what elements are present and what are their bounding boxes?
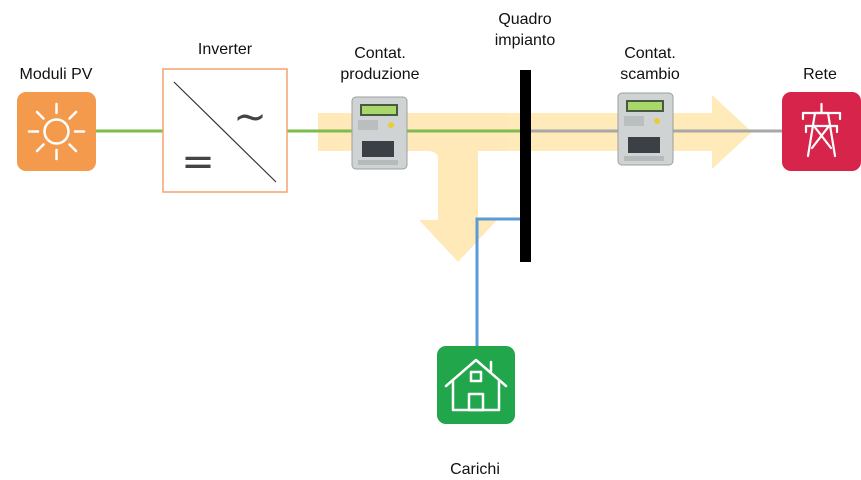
production-meter-label: Contat. produzione	[310, 43, 450, 85]
exchange-meter-label-line2: scambio	[620, 66, 680, 83]
grid-label: Rete	[803, 66, 837, 83]
pv-modules-label: Moduli PV	[19, 66, 93, 83]
exchange-meter-label: Contat. scambio	[590, 43, 710, 85]
line-panel-loads	[475, 217, 520, 346]
production-meter-label-line2: produzione	[340, 66, 420, 83]
production-meter-label-line1: Contat.	[354, 45, 406, 62]
loads-label: Carichi	[450, 461, 500, 478]
panel-busbar	[520, 70, 531, 262]
production-meter-icon	[351, 96, 408, 170]
panel-label-line2: impianto	[494, 32, 556, 49]
panel-label: Quadro impianto	[460, 9, 590, 51]
inverter-dc-symbol: =	[181, 139, 215, 185]
inverter-icon: ~ =	[162, 68, 288, 193]
pv-modules-icon	[17, 92, 96, 171]
inverter-ac-symbol: ~	[233, 94, 267, 140]
power-grid-icon	[782, 92, 861, 171]
exchange-meter-icon	[617, 92, 674, 166]
inverter-label: Inverter	[197, 41, 253, 58]
home-loads-icon	[437, 346, 515, 424]
exchange-meter-label-line1: Contat.	[624, 45, 676, 62]
panel-label-line1: Quadro	[498, 11, 552, 28]
